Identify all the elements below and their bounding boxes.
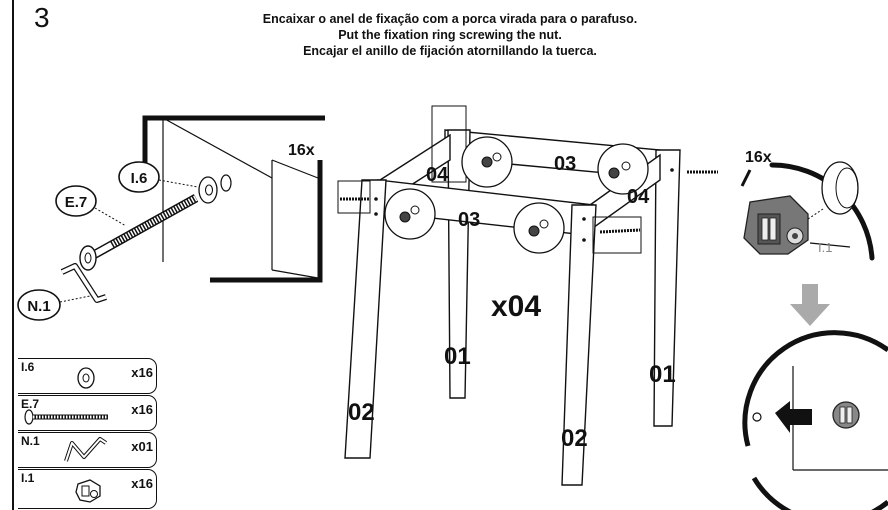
inventory-qty: x16 (131, 402, 153, 417)
corner-panel-detail (142, 115, 325, 283)
cam-nut-zoom-1 (461, 136, 513, 188)
label-side-right: 04 (627, 186, 650, 208)
label-leg-back-right: 01 (649, 361, 676, 388)
multiplier-label: x04 (491, 290, 541, 323)
label-leg-front-right: 02 (561, 425, 588, 452)
leg-front-right (561, 204, 597, 486)
inventory-item-i1: I.1 x16 (18, 469, 157, 509)
callout-e7-label: E.7 (65, 194, 88, 211)
inventory-code: I.6 (21, 360, 35, 374)
washer-icon (77, 367, 95, 389)
table-frame (337, 105, 718, 486)
inventory-item-n1: N.1 x01 (18, 432, 157, 468)
inventory-code: E.7 (21, 397, 40, 411)
inventory-code: I.1 (21, 471, 35, 485)
callout-e7: E.7 (55, 185, 127, 227)
label-side-left: 04 (426, 164, 449, 186)
callout-n1-label: N.1 (27, 298, 50, 315)
instruction-portuguese: Encaixar o anel de fixação com a porca v… (262, 12, 638, 26)
step-number: 3 (34, 2, 50, 33)
instruction-english: Put the fixation ring screwing the nut. (338, 28, 562, 42)
leg-back-right (653, 149, 681, 427)
callout-i6-label: I.6 (131, 170, 148, 187)
inventory-item-e7: E.7 x16 (18, 395, 157, 431)
leg-front-left (344, 179, 387, 459)
label-leg-front-left: 02 (348, 399, 375, 426)
label-rail-back: 03 (554, 153, 576, 175)
allen-key-icon (60, 263, 107, 303)
bolt-icon (24, 409, 108, 425)
part-tag-i1: I.1 (818, 240, 832, 255)
left-arrow-icon (775, 401, 812, 433)
inventory-qty: x16 (131, 365, 153, 380)
callout-i6: I.6 (118, 161, 199, 193)
cam-nut-detail-bottom (742, 330, 888, 510)
down-arrow-icon (790, 284, 830, 326)
cam-nut-detail-top (740, 161, 875, 261)
instruction-spanish: Encajar el anillo de fijación atornillan… (303, 44, 597, 58)
cam-nut-icon (75, 479, 101, 503)
allen-key-icon (64, 437, 108, 462)
detail-count-right: 16x (745, 149, 772, 166)
cam-nut-zoom-3 (384, 188, 436, 240)
cam-nut-zoom-2 (597, 143, 649, 195)
label-leg-back-left: 01 (444, 343, 471, 370)
bolt-icon (79, 194, 199, 271)
cam-nut-zoom-4 (513, 202, 565, 254)
inventory-qty: x01 (131, 439, 153, 454)
washer-icon (198, 174, 232, 204)
inventory-qty: x16 (131, 476, 153, 491)
callout-n1: N.1 (17, 289, 91, 321)
detail-count-left: 16x (288, 142, 315, 159)
inventory-code: N.1 (21, 434, 40, 448)
label-rail-front: 03 (458, 209, 480, 231)
inventory-item-i6: I.6 x16 (18, 358, 157, 394)
